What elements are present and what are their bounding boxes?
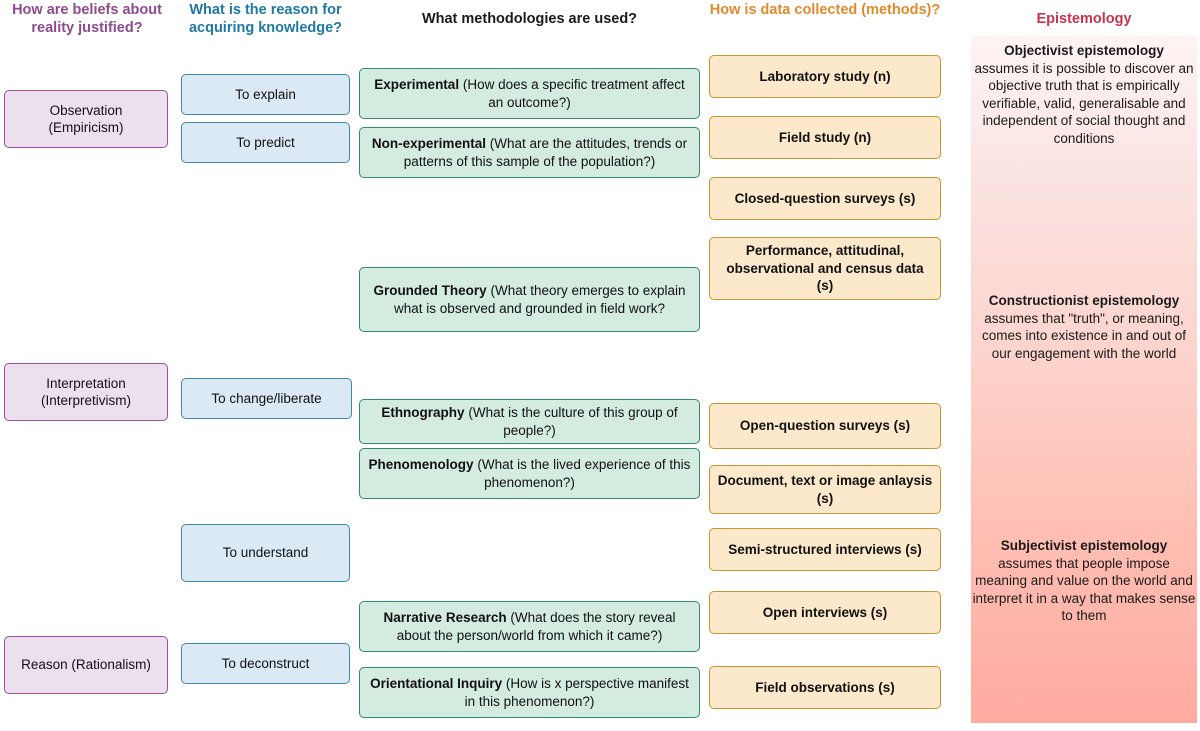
method-box-field-study[interactable]: Field study (n) xyxy=(709,116,941,159)
epistemology-title: Subjectivist epistemology xyxy=(1000,538,1168,553)
methodology-question: (What theory emerges to explain what is … xyxy=(394,283,686,316)
method-box-field-observations[interactable]: Field observations (s) xyxy=(709,666,941,709)
methodology-question: (How does a specific treatment affect an… xyxy=(462,77,685,110)
method-box-document-text-image-analysis[interactable]: Document, text or image anlaysis (s) xyxy=(709,465,941,514)
column-header-methods: How is data collected (methods)? xyxy=(709,2,941,18)
method-label: Laboratory study (n) xyxy=(759,68,891,84)
methodology-text: Experimental (How does a specific treatm… xyxy=(367,76,692,111)
epistemology-block-constructionist: Constructionist epistemology assumes tha… xyxy=(971,292,1197,362)
epistemology-body: assumes that people impose meaning and v… xyxy=(972,555,1196,624)
methodology-name: Phenomenology xyxy=(368,457,474,472)
methodology-question: (What are the attitudes, trends or patte… xyxy=(403,136,688,169)
methodology-text: Grounded Theory (What theory emerges to … xyxy=(367,282,692,317)
method-label: Open interviews (s) xyxy=(762,604,888,620)
column-header-methodologies: What methodologies are used? xyxy=(421,11,638,27)
methodology-text: Narrative Research (What does the story … xyxy=(367,609,692,644)
method-box-open-interviews[interactable]: Open interviews (s) xyxy=(709,591,941,634)
methodology-text: Non-experimental (What are the attitudes… xyxy=(367,135,692,170)
methodology-question: (What is the culture of this group of pe… xyxy=(468,405,678,438)
reason-label: To explain xyxy=(235,86,296,102)
method-label: Open-question surveys (s) xyxy=(739,418,911,434)
methodology-name: Non-experimental xyxy=(371,136,486,151)
epistemology-body: assumes it is possible to discover an ob… xyxy=(974,60,1194,146)
methodology-text: Orientational Inquiry (How is x perspect… xyxy=(367,675,692,710)
methodology-question: (How is x perspective manifest in this p… xyxy=(464,676,689,709)
epistemology-block-subjectivist: Subjectivist epistemology assumes that p… xyxy=(971,537,1197,625)
epistemology-title: Constructionist epistemology xyxy=(988,293,1180,308)
method-label: Performance, attitudinal, observational … xyxy=(726,243,924,294)
methodology-name: Experimental xyxy=(374,77,460,92)
reason-box-to-explain[interactable]: To explain xyxy=(181,74,350,115)
methodology-name: Orientational Inquiry xyxy=(370,676,503,691)
reason-box-to-change-liberate[interactable]: To change/liberate xyxy=(181,378,352,419)
method-label: Document, text or image anlaysis (s) xyxy=(717,473,933,506)
methodology-box-orientational-inquiry[interactable]: Orientational Inquiry (How is x perspect… xyxy=(359,667,700,718)
justification-box-observation[interactable]: Observation (Empiricism) xyxy=(4,90,168,148)
reason-box-to-predict[interactable]: To predict xyxy=(181,122,350,163)
reason-box-to-understand[interactable]: To understand xyxy=(181,524,350,582)
reason-label: To predict xyxy=(236,134,295,150)
methodology-box-experimental[interactable]: Experimental (How does a specific treatm… xyxy=(359,68,700,119)
methodology-name: Narrative Research xyxy=(383,610,507,625)
methodology-text: Ethnography (What is the culture of this… xyxy=(367,404,692,439)
methodology-name: Grounded Theory xyxy=(373,283,487,298)
epistemology-block-objectivist: Objectivist epistemology assumes it is p… xyxy=(971,42,1197,147)
method-label: Field observations (s) xyxy=(755,679,895,695)
justification-label: Interpretation (Interpretivism) xyxy=(40,375,131,409)
method-box-closed-question-surveys[interactable]: Closed-question surveys (s) xyxy=(709,177,941,220)
epistemology-gradient-panel xyxy=(971,36,1197,723)
column-header-justification: How are beliefs about reality justified? xyxy=(12,2,162,36)
column-header-reason: What is the reason for acquiring knowled… xyxy=(188,2,343,36)
epistemology-body: assumes that "truth", or meaning, comes … xyxy=(981,310,1187,361)
epistemology-title: Objectivist epistemology xyxy=(1004,43,1164,58)
column-header-epistemology: Epistemology xyxy=(1036,11,1132,27)
justification-label: Observation (Empiricism) xyxy=(48,102,124,136)
method-box-laboratory-study[interactable]: Laboratory study (n) xyxy=(709,55,941,98)
reason-label: To change/liberate xyxy=(211,390,322,406)
method-box-performance-census-data[interactable]: Performance, attitudinal, observational … xyxy=(709,237,941,300)
justification-box-reason[interactable]: Reason (Rationalism) xyxy=(4,636,168,694)
methodology-box-narrative-research[interactable]: Narrative Research (What does the story … xyxy=(359,601,700,652)
reason-box-to-deconstruct[interactable]: To deconstruct xyxy=(181,643,350,684)
methodology-box-phenomenology[interactable]: Phenomenology (What is the lived experie… xyxy=(359,448,700,499)
reason-label: To deconstruct xyxy=(221,655,310,671)
method-label: Field study (n) xyxy=(778,129,872,145)
reason-label: To understand xyxy=(222,545,309,561)
method-box-open-question-surveys[interactable]: Open-question surveys (s) xyxy=(709,403,941,449)
methodology-box-ethnography[interactable]: Ethnography (What is the culture of this… xyxy=(359,399,700,444)
method-box-semi-structured-interviews[interactable]: Semi-structured interviews (s) xyxy=(709,528,941,571)
method-label: Semi-structured interviews (s) xyxy=(728,541,922,557)
method-label: Closed-question surveys (s) xyxy=(734,190,916,206)
justification-box-interpretation[interactable]: Interpretation (Interpretivism) xyxy=(4,363,168,421)
methodology-name: Ethnography xyxy=(381,405,465,420)
methodology-box-non-experimental[interactable]: Non-experimental (What are the attitudes… xyxy=(359,127,700,178)
methodology-question: (What does the story reveal about the pe… xyxy=(396,610,676,643)
methodology-box-grounded-theory[interactable]: Grounded Theory (What theory emerges to … xyxy=(359,267,700,332)
methodology-text: Phenomenology (What is the lived experie… xyxy=(367,456,692,491)
justification-label: Reason (Rationalism) xyxy=(21,657,151,673)
methodology-question: (What is the lived experience of this ph… xyxy=(477,457,691,490)
